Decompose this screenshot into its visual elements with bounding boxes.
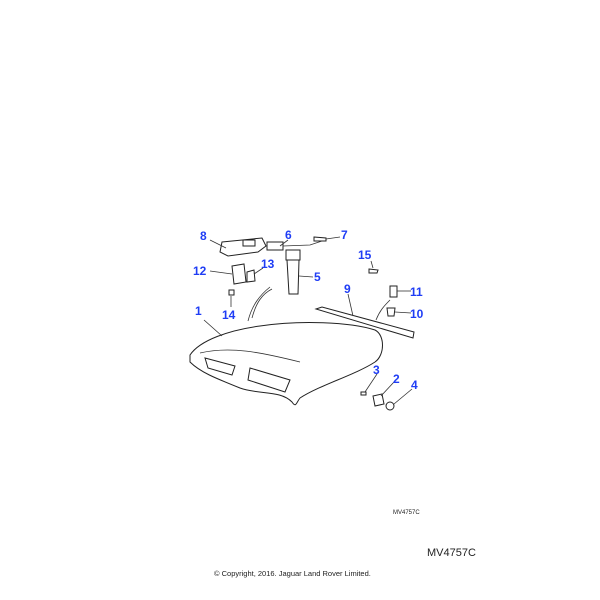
copyright-notice: © Copyright, 2016. Jaguar Land Rover Lim… <box>214 569 371 578</box>
screw-part <box>360 391 367 396</box>
callout-14: 14 <box>222 308 236 322</box>
callout-7: 7 <box>341 228 348 242</box>
bracket-part <box>219 237 267 257</box>
clip-part <box>246 269 256 283</box>
handle-part <box>285 249 301 295</box>
callout-12: 12 <box>193 264 207 278</box>
illustration-ref: MV4757C <box>427 547 476 559</box>
screw-part <box>368 268 379 274</box>
callout-15: 15 <box>358 248 372 262</box>
callout-5: 5 <box>314 270 321 284</box>
fastener-part <box>386 307 396 317</box>
bracket-part <box>372 393 385 407</box>
callout-10: 10 <box>410 307 424 321</box>
screw-part <box>313 236 327 242</box>
clip-part <box>231 263 247 285</box>
screw-part <box>228 289 235 296</box>
leader-lines <box>203 236 413 405</box>
callout-3: 3 <box>373 363 380 377</box>
callout-8: 8 <box>200 229 207 243</box>
callout-4: 4 <box>411 378 418 392</box>
callout-1: 1 <box>195 304 202 318</box>
headlining-part <box>189 286 383 406</box>
illustration-ref-small: MV4757C <box>393 510 420 516</box>
rail-part <box>314 306 415 339</box>
callout-2: 2 <box>393 372 400 386</box>
nut-part <box>385 401 395 411</box>
callout-9: 9 <box>344 282 351 296</box>
cap-part <box>389 285 398 298</box>
callout-6: 6 <box>285 228 292 242</box>
callout-11: 11 <box>410 285 423 299</box>
callout-13: 13 <box>261 257 275 271</box>
